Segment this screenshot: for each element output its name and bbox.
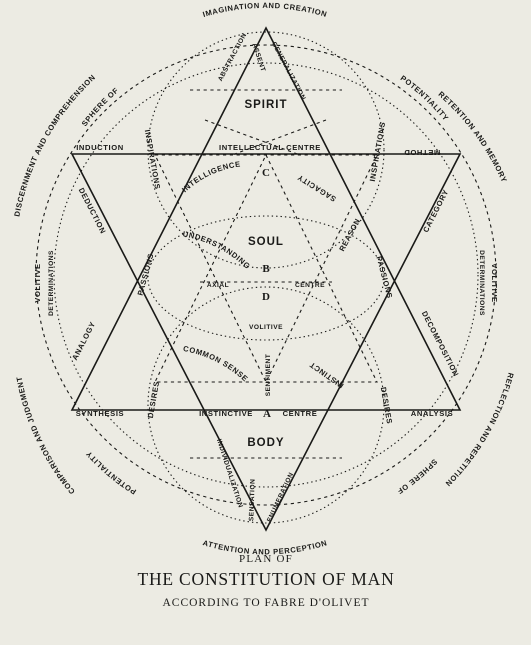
passions-right-label: PASSIONS <box>374 255 394 299</box>
caption-according: ACCORDING TO FABRE D'OLIVET <box>162 597 369 609</box>
desires-left-label: DESIRES <box>146 380 161 419</box>
caption-title: THE CONSTITUTION OF MAN <box>137 569 394 589</box>
centre-label: CENTRE <box>295 282 325 289</box>
enumeration-label: ENUMERATION <box>266 471 295 523</box>
analysis-label: ANALYSIS <box>411 409 454 418</box>
synthesis-label: SYNTHESIS <box>76 409 124 418</box>
generalization-label: GENERALIZATION <box>270 41 307 102</box>
inner-down-triangle <box>154 154 378 384</box>
abstraction-label: ABSTRACTION <box>217 32 248 83</box>
middle-circle <box>53 62 479 488</box>
desires-right-label: DESIRES <box>379 386 394 425</box>
sensation-label: SENSATION <box>248 479 256 522</box>
instinct-label: INSTINCT <box>308 360 346 390</box>
sagacity-label: SAGACITY <box>296 173 338 204</box>
assent-label: ASSENT <box>251 42 267 72</box>
letter-c: C <box>262 167 270 179</box>
spirit-inspirations-right: INSPIRATIONS <box>368 121 387 182</box>
passions-left-label: PASSIONS <box>136 252 156 296</box>
spirit-inspirations-left: INSPIRATIONS <box>143 129 162 190</box>
common-sense-label: COMMON SENSE <box>182 344 249 384</box>
upward-triangle-main <box>70 26 462 411</box>
instinctive-label: INSTINCTIVE <box>199 409 253 418</box>
spirit-dashed-diag-right <box>231 119 327 156</box>
spirit-dashed-diag-left <box>204 119 301 156</box>
soul-title: SOUL <box>248 236 284 248</box>
category-label: CATEGORY <box>421 188 450 234</box>
lower-left-ring-label: COMPARISON AND JUDGMENT <box>14 376 76 496</box>
analogy-label: ANALOGY <box>70 320 97 362</box>
caption-plan-of: PLAN OF <box>239 553 293 565</box>
intellectual-centre-label: INTELLECTUAL CENTRE <box>219 143 321 152</box>
right-volitive: VOLITIVE <box>490 263 499 302</box>
downward-triangle <box>70 153 462 532</box>
lower-left-potentiality: POTENTIALITY <box>84 449 138 496</box>
top-ring-label: IMAGINATION AND CREATION <box>202 1 329 19</box>
right-determinations: DETERMINATIONS <box>478 250 485 316</box>
intelligence-label: INTELLIGENCE <box>180 159 241 194</box>
spirit-sphere <box>147 31 385 269</box>
reason-label: REASON <box>337 217 362 253</box>
upper-right-ring-label: RETENTION AND MEMORY <box>437 90 509 185</box>
spirit-title: SPIRIT <box>244 99 287 111</box>
lower-right-sphere-label: SPHERE OF <box>395 457 439 496</box>
volitive-label: VOLITIVE <box>249 324 283 331</box>
method-label: METHOD <box>404 148 441 157</box>
letter-b: B <box>262 263 270 275</box>
letter-a: A <box>263 408 271 420</box>
instinctive-centre-label: CENTRE <box>283 409 318 418</box>
body-sphere <box>147 286 385 524</box>
axial-label: AXIAL <box>207 282 229 289</box>
understanding-label: UNDERSTANDING <box>182 229 252 271</box>
soul-sphere <box>147 215 385 341</box>
individualization-label: INDIVIDUALIZATION <box>215 438 244 509</box>
left-volitive: VOLITIVE <box>33 263 42 302</box>
body-title: BODY <box>247 437 284 449</box>
left-determinations: DETERMINATIONS <box>48 250 55 316</box>
letter-d: D <box>262 291 270 303</box>
lower-right-ring-label: REFLECTION AND REPETITION <box>443 372 515 489</box>
induction-label: INDUCTION <box>76 143 124 152</box>
outer-circle <box>35 44 497 506</box>
upper-left-sphere-label: SPHERE OF <box>80 86 121 128</box>
sentiment-label: SENTIMENT <box>265 354 272 397</box>
